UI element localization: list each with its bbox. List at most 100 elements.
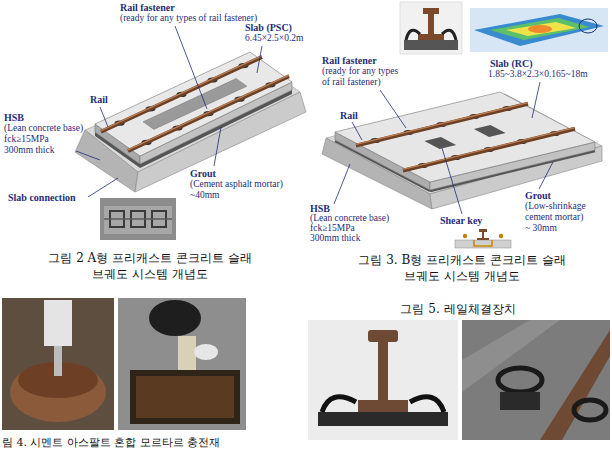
leader-line <box>257 46 262 73</box>
part-note: (ready for any types <box>322 66 398 76</box>
strength-note: fck≥15MPa <box>4 134 49 144</box>
section-slab <box>455 240 511 248</box>
leader-line <box>88 178 118 197</box>
leader-line <box>442 148 462 214</box>
beaker <box>178 336 196 370</box>
slab-top <box>335 92 595 182</box>
dimension: 300mm thick <box>310 233 360 243</box>
rail-head <box>423 8 439 14</box>
dimension: 300mm thick <box>4 145 54 155</box>
leader-line <box>380 90 406 128</box>
part-name: Rail fastener <box>120 2 175 13</box>
part-name: HSB <box>4 112 24 123</box>
clip <box>406 30 420 40</box>
dimension: 6.45×2.5×0.2m <box>245 33 303 43</box>
leader-line <box>100 107 108 127</box>
clip <box>410 397 444 412</box>
fem-zone <box>490 18 590 40</box>
clip <box>322 397 356 412</box>
rail-head <box>101 56 262 131</box>
photo-ground <box>118 298 246 430</box>
fasteners <box>115 63 276 145</box>
rail-head <box>356 103 528 145</box>
section-key <box>474 240 492 246</box>
callout-circle <box>579 19 597 33</box>
rail-head <box>403 128 575 170</box>
section-rail <box>479 229 487 232</box>
leader-line <box>175 26 207 109</box>
part-name: Rail fastener <box>322 55 377 66</box>
inset-ground <box>400 2 462 54</box>
leader-line <box>532 82 540 118</box>
b-type-track <box>322 2 608 248</box>
cross-section-sketch <box>455 229 511 248</box>
photo-ground <box>308 320 458 440</box>
figure-caption: 그림 5. 레일체결장치 <box>308 301 608 317</box>
clip <box>498 368 542 392</box>
section-bolt <box>463 234 467 238</box>
clip <box>442 30 456 40</box>
shear-key <box>424 137 456 149</box>
rail-head <box>128 75 289 150</box>
rail-foot <box>358 400 408 412</box>
rail <box>356 104 528 146</box>
part-name: Shear key <box>440 215 482 226</box>
rail-web <box>428 14 434 34</box>
part-name: Rail <box>90 94 108 105</box>
photo-ground <box>462 320 610 440</box>
part-note: (Lean concrete base) <box>310 213 389 223</box>
fastener-photos <box>308 320 610 440</box>
base-plate <box>500 392 540 410</box>
leader-lines <box>76 26 262 197</box>
part-note: (Lean concrete base) <box>4 123 83 133</box>
dimension: 1.85~3.8×2.3×0.165~18m <box>488 69 588 79</box>
rail <box>403 129 575 171</box>
slab-connection-photo <box>100 198 176 240</box>
leader-line <box>334 164 350 204</box>
base-plate <box>318 412 448 426</box>
part-note: (Cement asphalt mortar) <box>190 179 283 189</box>
photo-slab <box>104 206 172 234</box>
glove <box>194 344 218 360</box>
dimension: ~40mm <box>190 190 219 200</box>
fem-zone <box>528 25 552 33</box>
figure-caption: 그림 3. B형 프리캐스트 콘크리트 슬래브궤도 시스템 개념도 <box>356 252 568 284</box>
part-name: Grout <box>190 168 216 179</box>
base-plate <box>404 40 458 50</box>
figure-caption: 림 4. 시멘트 아스팔트 혼합 모르타르 충전재 <box>2 436 220 451</box>
part-name: Rail <box>340 110 358 121</box>
mixer-head <box>44 300 72 346</box>
leader-line <box>76 151 100 160</box>
part-name: Grout <box>525 190 551 201</box>
rail <box>540 330 610 440</box>
photo-ground <box>100 198 176 240</box>
section-bolt <box>499 234 503 238</box>
rail-foot <box>418 34 444 40</box>
part-note: of rail fastener) <box>322 77 381 87</box>
section-rail <box>477 238 489 240</box>
mold <box>130 370 240 424</box>
leader-line <box>214 127 221 166</box>
rail <box>128 76 289 151</box>
rail <box>101 57 262 132</box>
fem-zone <box>506 22 576 36</box>
leader-lines <box>334 82 553 214</box>
fastener-inset <box>400 2 462 54</box>
slab-surface <box>462 320 560 392</box>
photo-ground <box>2 298 114 430</box>
part-name: HSB <box>310 203 330 214</box>
strength-note: fck≥15MPa <box>310 223 355 233</box>
leader-line <box>352 122 362 140</box>
section-rail <box>482 232 484 238</box>
part-name: Slab (PSC) <box>245 22 292 33</box>
part-name: Slab connection <box>8 192 76 203</box>
figure-caption: 그림 2 A형 프리캐스트 콘크리트 슬래브궤도 시스템 개념도 <box>48 250 252 282</box>
clip <box>574 400 606 420</box>
rail-web <box>378 342 388 400</box>
fem-inset <box>470 8 608 52</box>
fem-slab <box>474 14 604 46</box>
grout-photos <box>2 298 246 430</box>
rail-head <box>368 330 398 342</box>
part-note: (Low-shrinkage <box>525 201 586 211</box>
